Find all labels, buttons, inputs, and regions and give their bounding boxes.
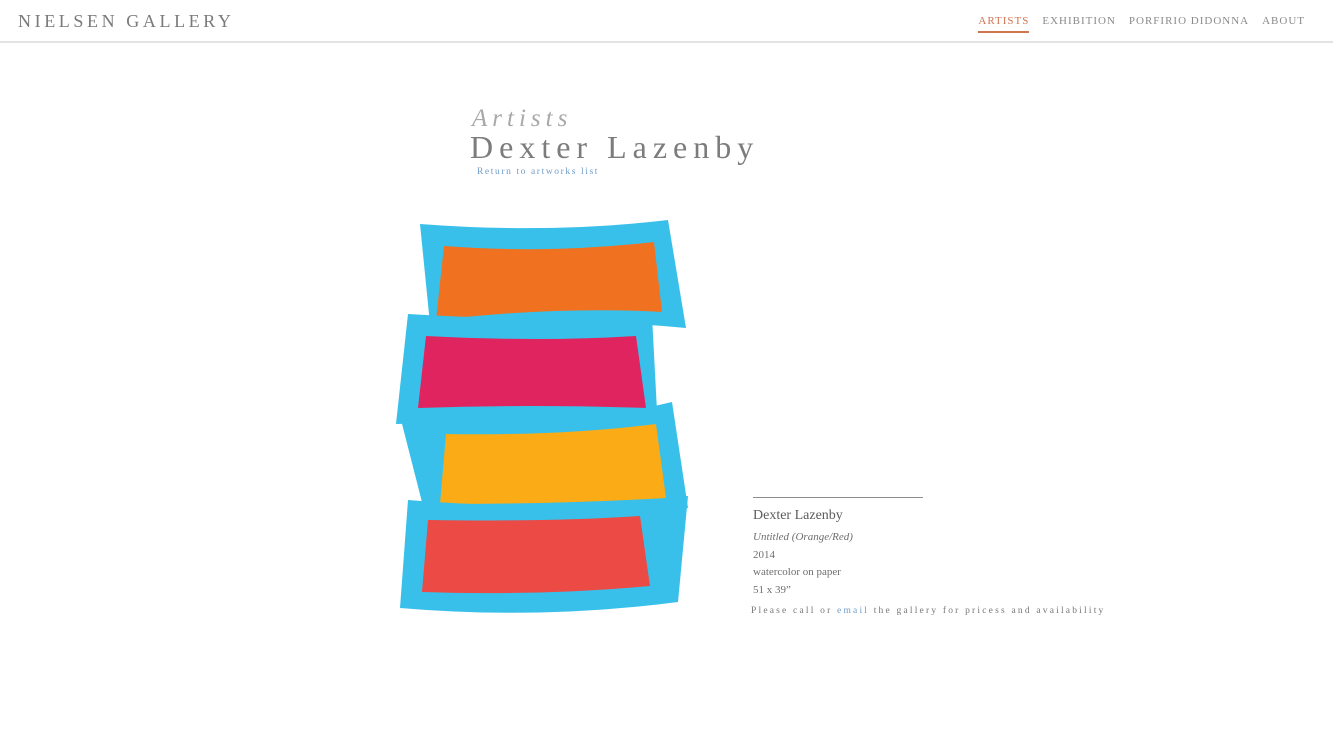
artwork-band-orange: [436, 242, 662, 320]
page-title: Dexter Lazenby: [470, 129, 760, 165]
artwork-band-red: [422, 516, 650, 594]
artwork-image[interactable]: [390, 212, 700, 622]
artwork-band-magenta: [418, 336, 646, 408]
artwork-band-yellow: [440, 424, 666, 504]
pricing-note-after: the gallery for pricess and availability: [869, 606, 1106, 616]
site-header: NIELSEN GALLERY ARTISTS EXHIBITION PORFI…: [0, 0, 1333, 43]
email-link[interactable]: email: [837, 606, 870, 616]
details-year: 2014: [753, 548, 775, 561]
pricing-note: Please call or email the gallery for pri…: [751, 606, 1105, 616]
details-divider: [753, 497, 923, 498]
nav-about[interactable]: ABOUT: [1262, 15, 1305, 27]
details-dimensions: 51 x 39”: [753, 583, 791, 596]
site-logo[interactable]: NIELSEN GALLERY: [18, 11, 235, 31]
nav-exhibition[interactable]: EXHIBITION: [1042, 15, 1116, 27]
details-medium: watercolor on paper: [753, 566, 841, 578]
pricing-note-before: Please call or: [751, 606, 838, 616]
section-label: Artists: [472, 105, 573, 132]
nav-artists[interactable]: ARTISTS: [978, 15, 1030, 33]
return-to-artworks-link[interactable]: Return to artworks list: [477, 167, 600, 177]
main-nav: ARTISTS EXHIBITION PORFIRIO DIDONNA ABOU…: [978, 15, 1305, 33]
details-title: Untitled (Orange/Red): [753, 531, 853, 543]
artwork-details: Dexter Lazenby Untitled (Orange/Red) 201…: [753, 508, 853, 599]
details-artist: Dexter Lazenby: [753, 508, 843, 523]
nav-porfirio-didonna[interactable]: PORFIRIO DIDONNA: [1128, 15, 1250, 27]
